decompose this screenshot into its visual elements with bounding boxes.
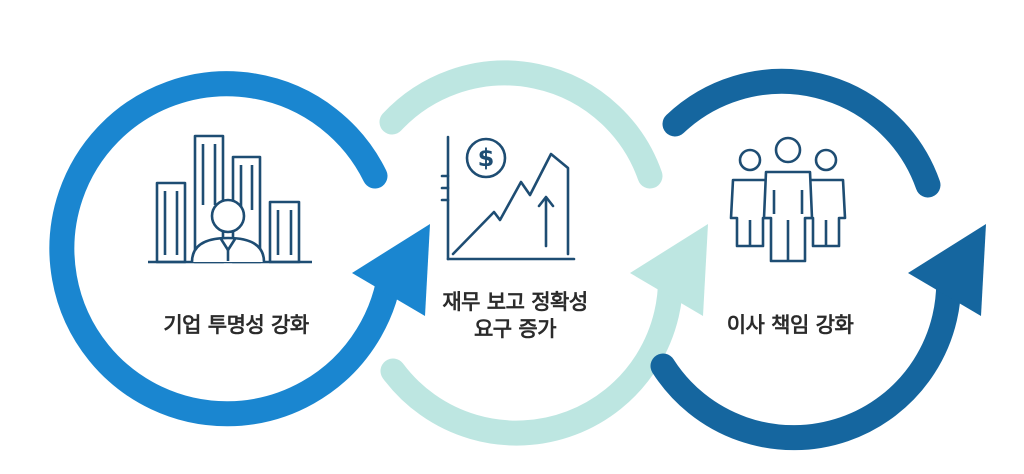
ring-1-corporate-transparency <box>49 71 430 427</box>
step-3-label: 이사 책임 강화 <box>726 313 854 337</box>
step-2-label-line2: 요구 증가 <box>473 317 557 341</box>
step-2-label: 재무 보고 정확성 요구 증가 <box>405 289 625 343</box>
ring-1-arrowhead <box>352 224 430 316</box>
ring-3-arrowhead <box>908 224 986 316</box>
svg-text:$: $ <box>478 144 495 172</box>
ring-2-financial-reporting <box>379 60 708 446</box>
step-1-label: 기업 투명성 강화 <box>163 313 309 337</box>
financial-growth-chart-icon: $ <box>440 135 576 261</box>
step-2-label-line1: 재무 보고 정확성 <box>442 290 588 314</box>
ring-2-arrowhead <box>630 224 708 316</box>
corporate-buildings-person-icon <box>148 134 312 264</box>
board-people-group-icon <box>729 136 847 263</box>
ring-3-director-accountability <box>650 68 986 451</box>
